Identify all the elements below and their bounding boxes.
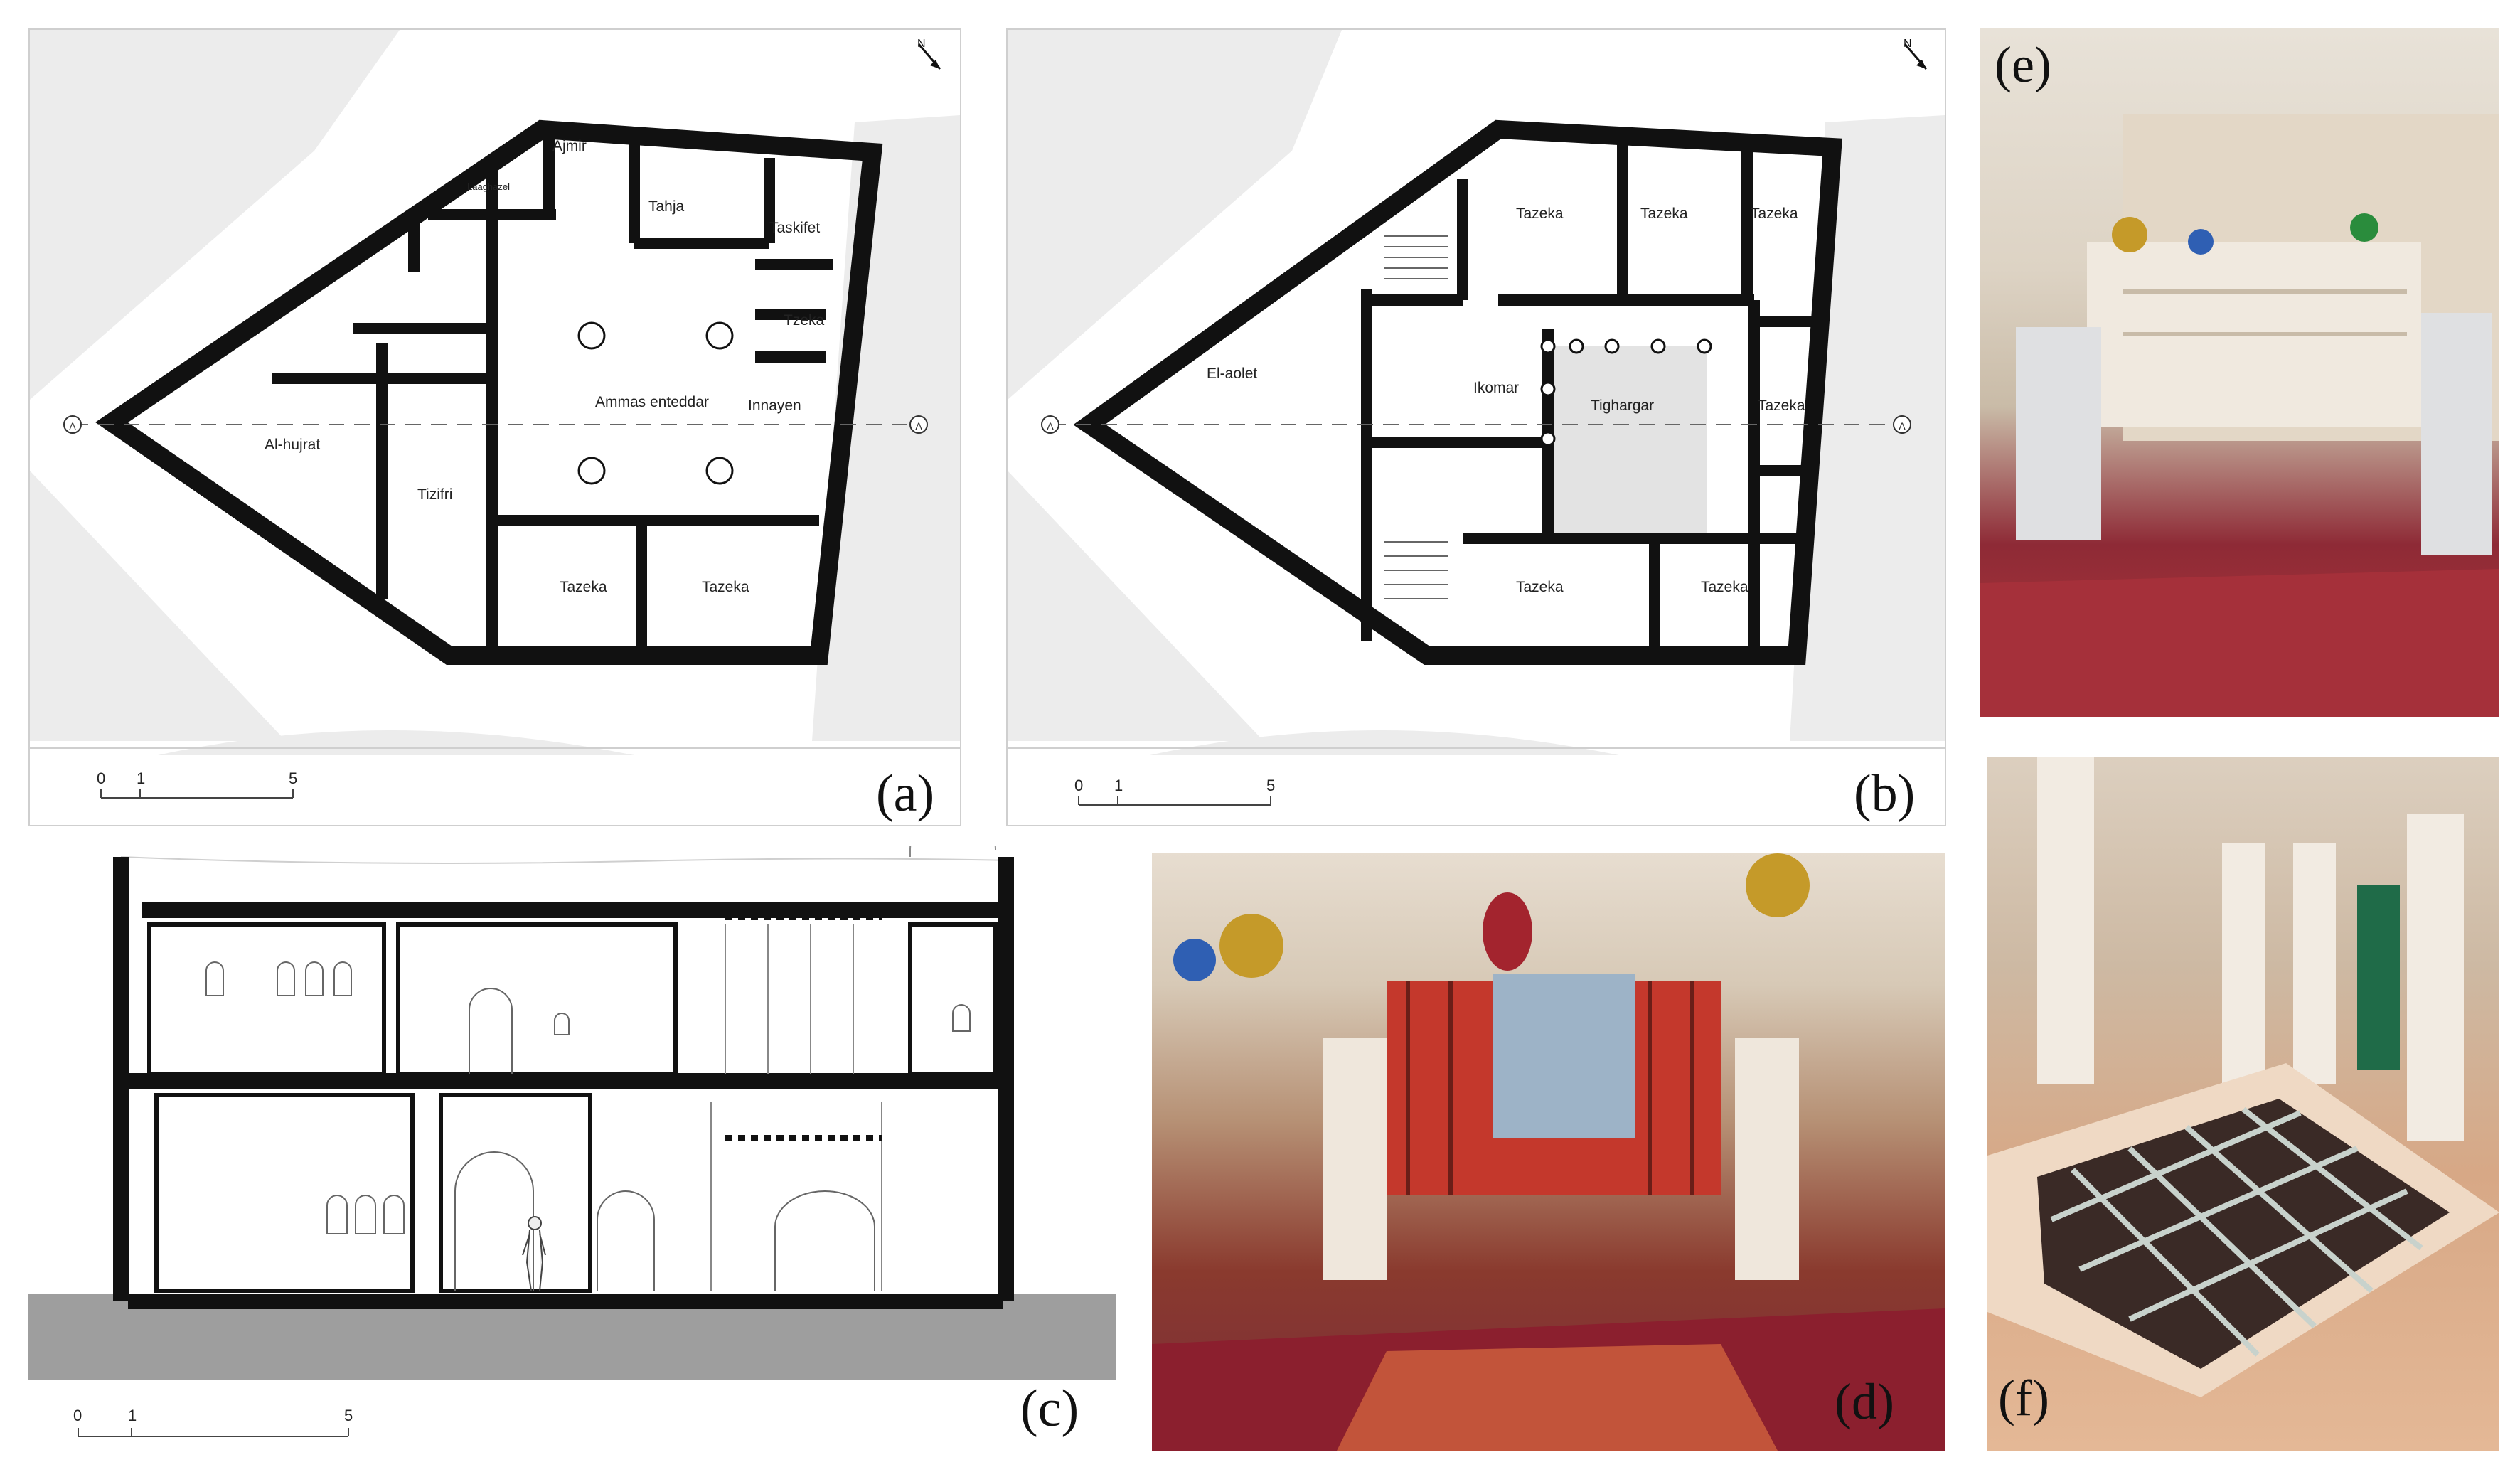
gallery-columns (1540, 338, 1712, 447)
room-label-el-aolet: El-aolet (1207, 366, 1257, 382)
room-label-tazeka: Tazeka (1758, 398, 1805, 414)
svg-text:0: 0 (97, 769, 105, 787)
plan-ground-floor-panel: A A N Ajmir Laaghazel Tahja Taskifet Tze… (28, 28, 961, 826)
scale-bar: 0 1 5 (73, 1407, 353, 1437)
svg-text:N: N (1904, 38, 1912, 50)
svg-text:5: 5 (1266, 777, 1275, 794)
plan-ground-floor-drawing: A A N Ajmir Laaghazel Tahja Taskifet Tze… (30, 30, 960, 823)
panel-letter-a: (a) (876, 764, 934, 823)
stairs-upper (1384, 235, 1448, 279)
room-label-tazeka: Tazeka (702, 579, 749, 595)
context-block-e (812, 115, 960, 741)
room-label-tazeka: Tazeka (1701, 579, 1748, 595)
photo-alcove-room: (e) (1980, 28, 2499, 717)
column-4 (2407, 814, 2464, 1141)
outer-wall (95, 119, 883, 665)
upper-floor-rooms (147, 922, 998, 1293)
courtyard-opening (1547, 346, 1707, 538)
plan-upper-floor-panel: A A N Tazeka Tazeka Tazeka El-aolet Ikom… (1006, 28, 1946, 826)
room-label-laaghazel: Laaghazel (467, 181, 510, 192)
room-label-tazeka: Tazeka (1516, 206, 1564, 222)
opening-grate (2037, 1099, 2450, 1369)
ornament-ball (1219, 914, 1283, 978)
courtyard-columns (577, 321, 734, 485)
stairs-lower (1384, 541, 1448, 599)
svg-text:1: 1 (1114, 777, 1123, 794)
room-label-taskifet: Taskifet (769, 220, 820, 236)
column-2 (2222, 843, 2265, 1084)
room-label-ikomar: Ikomar (1473, 380, 1519, 396)
svg-text:0: 0 (73, 1407, 82, 1424)
photo-interior-living-room: (d) (1152, 853, 1945, 1451)
scale-bar: 0 1 5 (1074, 777, 1275, 806)
north-arrow-icon: N (1904, 38, 1928, 70)
section-drawing: 0 1 5 (c) (28, 846, 1116, 1438)
north-arrow-icon: N (917, 38, 941, 70)
panel-letter-f: (f) (1998, 1370, 2049, 1426)
room-label-tahja: Tahja (648, 198, 685, 215)
section-drawing-panel: 0 1 5 (c) (28, 846, 1116, 1458)
svg-text:5: 5 (344, 1407, 353, 1424)
svg-text:0: 0 (1074, 777, 1083, 794)
room-label-tazeka: Tazeka (1751, 206, 1798, 222)
panel-letter-d: (d) (1835, 1373, 1894, 1430)
column-right (2421, 313, 2492, 555)
room-label-tazeka: Tazeka (560, 579, 607, 595)
room-label-innayen: Innayen (748, 398, 801, 414)
column-left (1323, 1038, 1387, 1280)
room-label-tazeka: Tazeka (1640, 206, 1688, 222)
column-1 (2037, 757, 2094, 1084)
floor-rug (1980, 569, 2499, 717)
room-label-tighargar: Tighargar (1591, 398, 1654, 414)
column-left (2016, 327, 2101, 540)
context-block-nw (30, 30, 400, 400)
photo-courtyard-opening: (f) (1987, 757, 2499, 1451)
poster (1493, 974, 1635, 1138)
svg-text:N: N (917, 38, 926, 50)
room-label-ajmir: Ajmir (552, 138, 587, 154)
svg-text:5: 5 (289, 769, 297, 787)
room-label-tizifri: Tizifri (417, 486, 452, 503)
context-street-s (158, 730, 634, 755)
panel-letter-c: (c) (1020, 1380, 1079, 1438)
column-3 (2293, 843, 2336, 1084)
room-label-ammas-enteddar: Ammas enteddar (595, 394, 709, 410)
section-walls (113, 857, 1014, 1309)
section-mark-left: A (1047, 420, 1054, 432)
column-right (1735, 1038, 1799, 1280)
room-label-tzeka: Tzeka (784, 312, 825, 329)
section-mark-right: A (1899, 420, 1906, 432)
courtyard-void (710, 924, 882, 1291)
interior-walls (272, 129, 833, 656)
grate-bars (2050, 1106, 2423, 1357)
plan-upper-floor-drawing: A A N Tazeka Tazeka Tazeka El-aolet Ikom… (1008, 30, 1945, 823)
room-label-al-hujrat: Al-hujrat (265, 437, 320, 453)
context-block-sw (30, 471, 286, 741)
svg-text:1: 1 (137, 769, 145, 787)
section-mark-left: A (69, 420, 76, 432)
room-label-tazeka: Tazeka (1516, 579, 1564, 595)
panel-letter-e: (e) (1995, 36, 2051, 93)
interior-walls (1361, 129, 1818, 656)
openings (205, 961, 971, 1291)
section-mark-right: A (915, 420, 922, 432)
scale-bar: 0 1 5 (97, 769, 297, 799)
panel-letter-b: (b) (1854, 764, 1915, 823)
svg-text:1: 1 (128, 1407, 137, 1424)
person-figure-icon (522, 1216, 546, 1291)
